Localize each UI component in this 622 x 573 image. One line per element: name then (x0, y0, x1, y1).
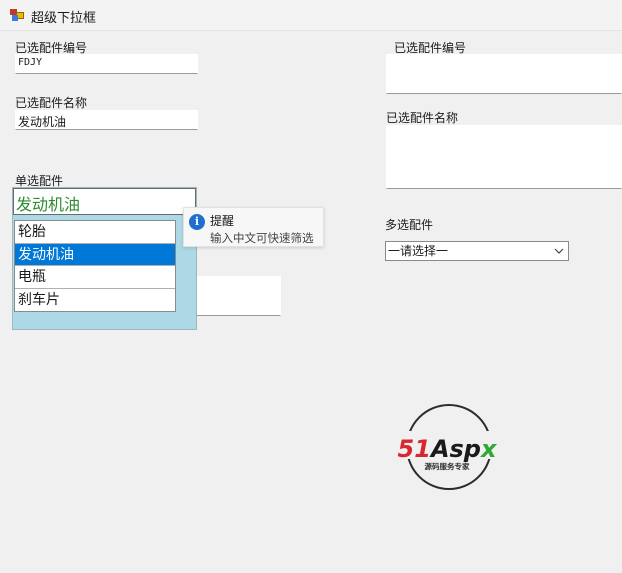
list-item[interactable]: 电瓶 (15, 266, 175, 289)
chevron-down-icon (554, 248, 564, 254)
multi-code-input[interactable] (386, 54, 622, 94)
svg-text:源码服务专家: 源码服务专家 (425, 461, 470, 471)
multi-select-label: 多选配件 (385, 218, 434, 232)
selected-name-input[interactable]: 发动机油 (15, 110, 198, 130)
list-item[interactable]: 刹车片 (18, 291, 60, 308)
multi-name-input[interactable] (386, 125, 622, 189)
svg-text:51Aspx: 51Aspx (398, 435, 498, 463)
dropdown-list[interactable]: 轮胎 发动机油 电瓶 刹车片 (14, 220, 176, 312)
multi-select-dropdown[interactable]: 一请选择一 (385, 241, 569, 261)
app-icon (10, 9, 24, 21)
info-icon: i (189, 214, 205, 230)
selected-code-input[interactable]: FDJY (15, 54, 198, 74)
selected-code-label: 已选配件编号 (15, 41, 88, 55)
multi-select-value: 一请选择一 (388, 244, 449, 258)
selected-name-label: 已选配件名称 (15, 96, 88, 110)
multi-name-label: 已选配件名称 (386, 111, 459, 125)
list-item-selected[interactable]: 发动机油 (15, 243, 175, 266)
tooltip-title: 提醒 (210, 214, 235, 228)
hint-tooltip: i 提醒 输入中文可快速筛选 (183, 207, 324, 247)
title-bar: 超级下拉框 (0, 0, 622, 31)
single-select-label: 单选配件 (15, 174, 64, 188)
multi-code-label: 已选配件编号 (394, 41, 467, 55)
51aspx-logo: 51Aspx 源码服务专家 (398, 404, 498, 490)
tooltip-text: 输入中文可快速筛选 (210, 231, 314, 245)
list-item[interactable]: 轮胎 (15, 221, 175, 244)
hidden-textbox[interactable] (191, 276, 281, 316)
super-dropdown-input[interactable]: 发动机油 (13, 188, 196, 215)
window-title: 超级下拉框 (31, 11, 97, 26)
